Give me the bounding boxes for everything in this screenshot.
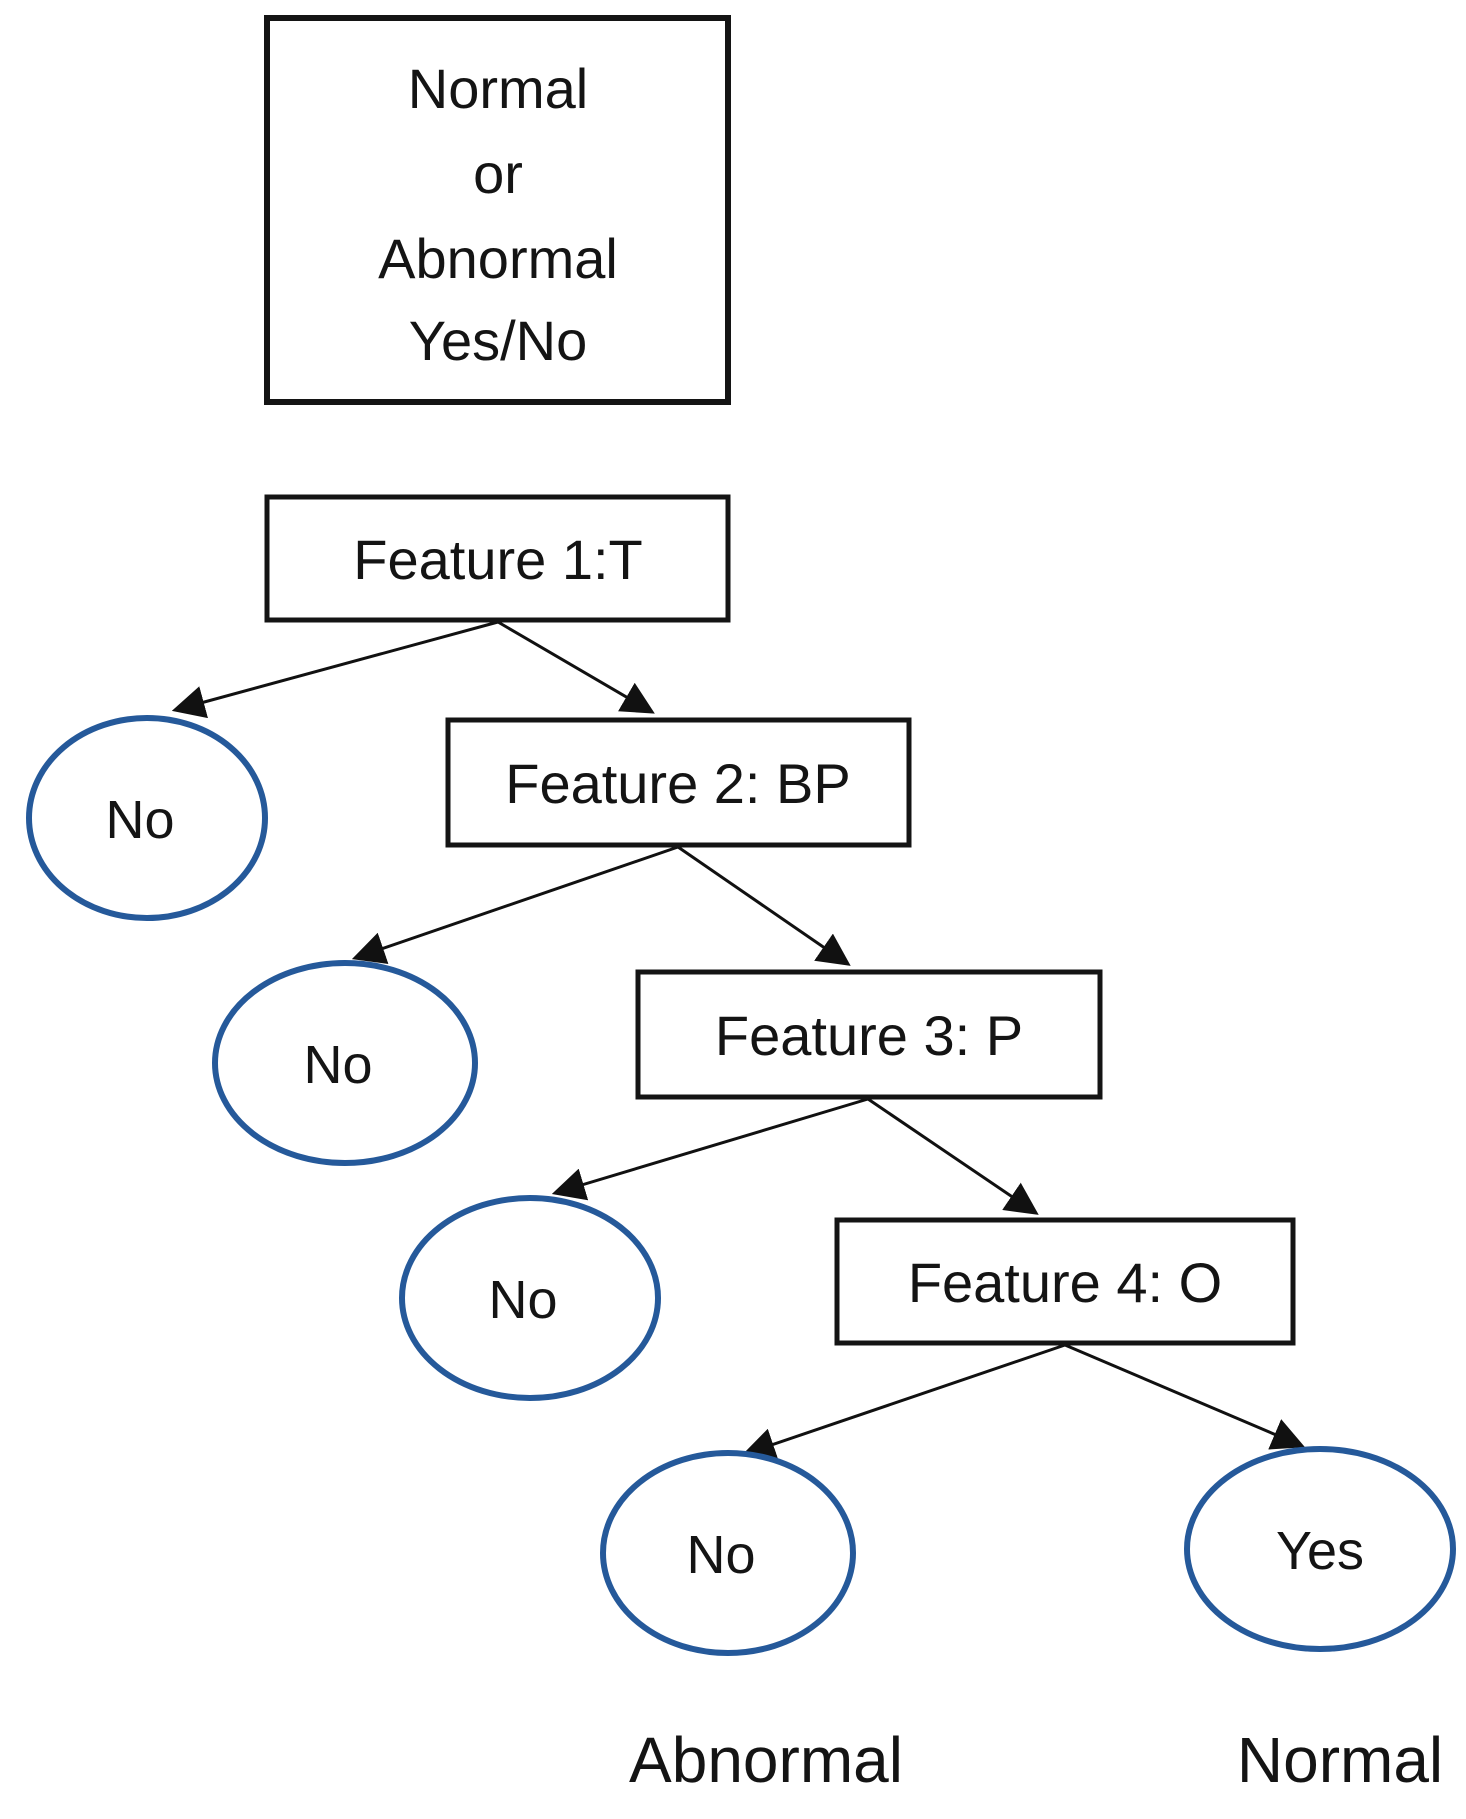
- leaf-yes-label: Yes: [1276, 1521, 1364, 1581]
- root-node-line-3: Abnormal: [378, 227, 618, 290]
- edge-feature2-to-no2: [351, 845, 679, 964]
- feature-3-label: Feature 3: P: [715, 1004, 1023, 1067]
- leaf-no-1-label: No: [105, 790, 174, 850]
- root-node-line-2: or: [473, 142, 523, 205]
- root-node-line-4: Yes/No: [409, 309, 588, 372]
- leaf-no-2-label: No: [303, 1035, 372, 1095]
- feature-2-label: Feature 2: BP: [505, 752, 851, 815]
- edge-feature2-to-feature3: [677, 845, 851, 966]
- outcome-normal-label: Normal: [1237, 1724, 1443, 1796]
- root-node-line-1: Normal: [408, 57, 588, 120]
- leaf-no-4-label: No: [686, 1525, 755, 1585]
- leaf-no-2-ellipse: [212, 960, 478, 1166]
- edge-feature3-to-no3: [551, 1097, 869, 1201]
- leaf-no-4-ellipse: [600, 1450, 856, 1656]
- leaf-no-1-ellipse: [26, 715, 268, 921]
- feature-1-label: Feature 1:T: [353, 528, 642, 591]
- root-node-box: [264, 15, 731, 405]
- edge-feature1-to-feature2: [497, 620, 655, 714]
- feature-3-box: [635, 969, 1103, 1100]
- feature-1-box: [264, 494, 731, 623]
- leaf-no-3-label: No: [488, 1270, 557, 1330]
- outcome-abnormal-label: Abnormal: [629, 1724, 903, 1796]
- feature-4-label: Feature 4: O: [908, 1251, 1222, 1314]
- edge-feature3-to-feature4: [867, 1097, 1039, 1215]
- edge-feature1-to-no1: [171, 620, 499, 719]
- leaf-yes-ellipse: [1184, 1446, 1456, 1652]
- feature-4-box: [834, 1217, 1296, 1346]
- edge-feature4-to-no4: [741, 1343, 1066, 1461]
- feature-2-box: [445, 717, 912, 848]
- leaf-no-3-ellipse: [399, 1195, 661, 1401]
- edge-feature4-to-yes: [1064, 1343, 1306, 1450]
